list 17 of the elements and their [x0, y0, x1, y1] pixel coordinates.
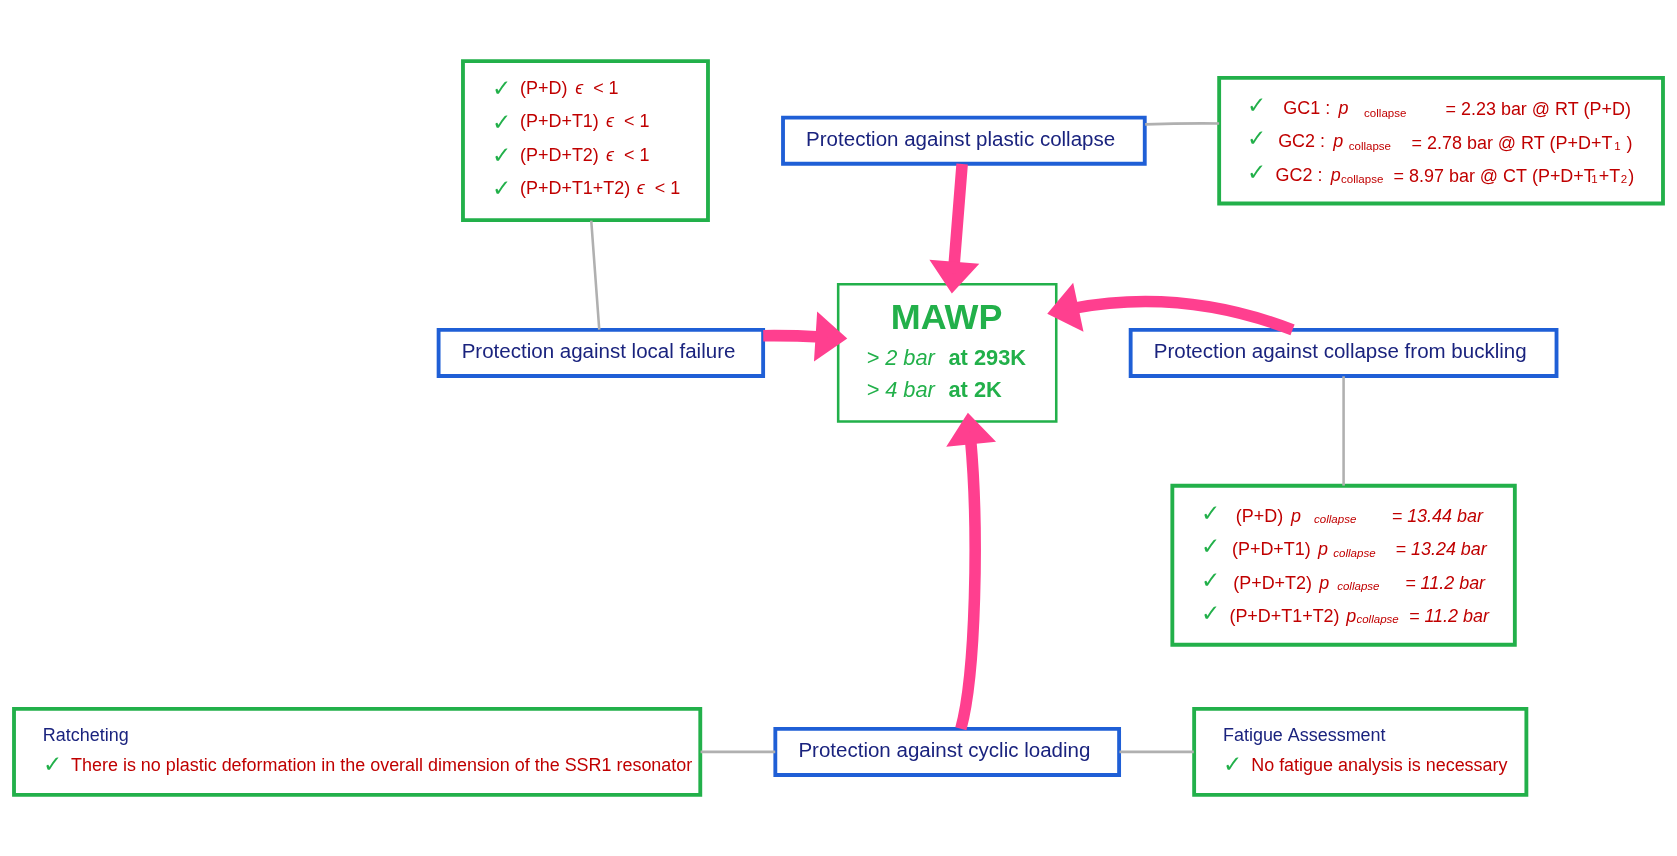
node-box: Protection against collapse from buckling [1128, 327, 1559, 378]
connector [1119, 750, 1194, 754]
connector [700, 750, 776, 754]
node-box: Protection against cyclic loading [773, 726, 1122, 777]
node-box: Protection against plastic collapse [781, 115, 1147, 166]
arrow [1047, 282, 1295, 336]
node-box: Fatigue Assessment ✓ No fatigue analysis is necessary [1192, 707, 1529, 797]
arrow [946, 412, 996, 730]
connector [1342, 376, 1345, 486]
connector [589, 220, 601, 330]
arrow [763, 311, 848, 362]
arrow [929, 163, 980, 294]
connector [1145, 122, 1220, 126]
node-box: Protection against local failure [436, 327, 766, 378]
node-box: Ratcheting ✓ There is no plastic deformation in the overall dimension of the SSR1 resonator [12, 707, 703, 797]
node-box: ✓ (P+D) ϵ < 1 ✓ (P+D+T1) ϵ < 1 ✓ (P+D+T2) ϵ < 1 ✓ (P+D+T1+T2) ϵ < 1 [461, 59, 710, 223]
node-box: MAWP > 2 bar at 293K > 4 bar at 2K [836, 283, 1058, 423]
